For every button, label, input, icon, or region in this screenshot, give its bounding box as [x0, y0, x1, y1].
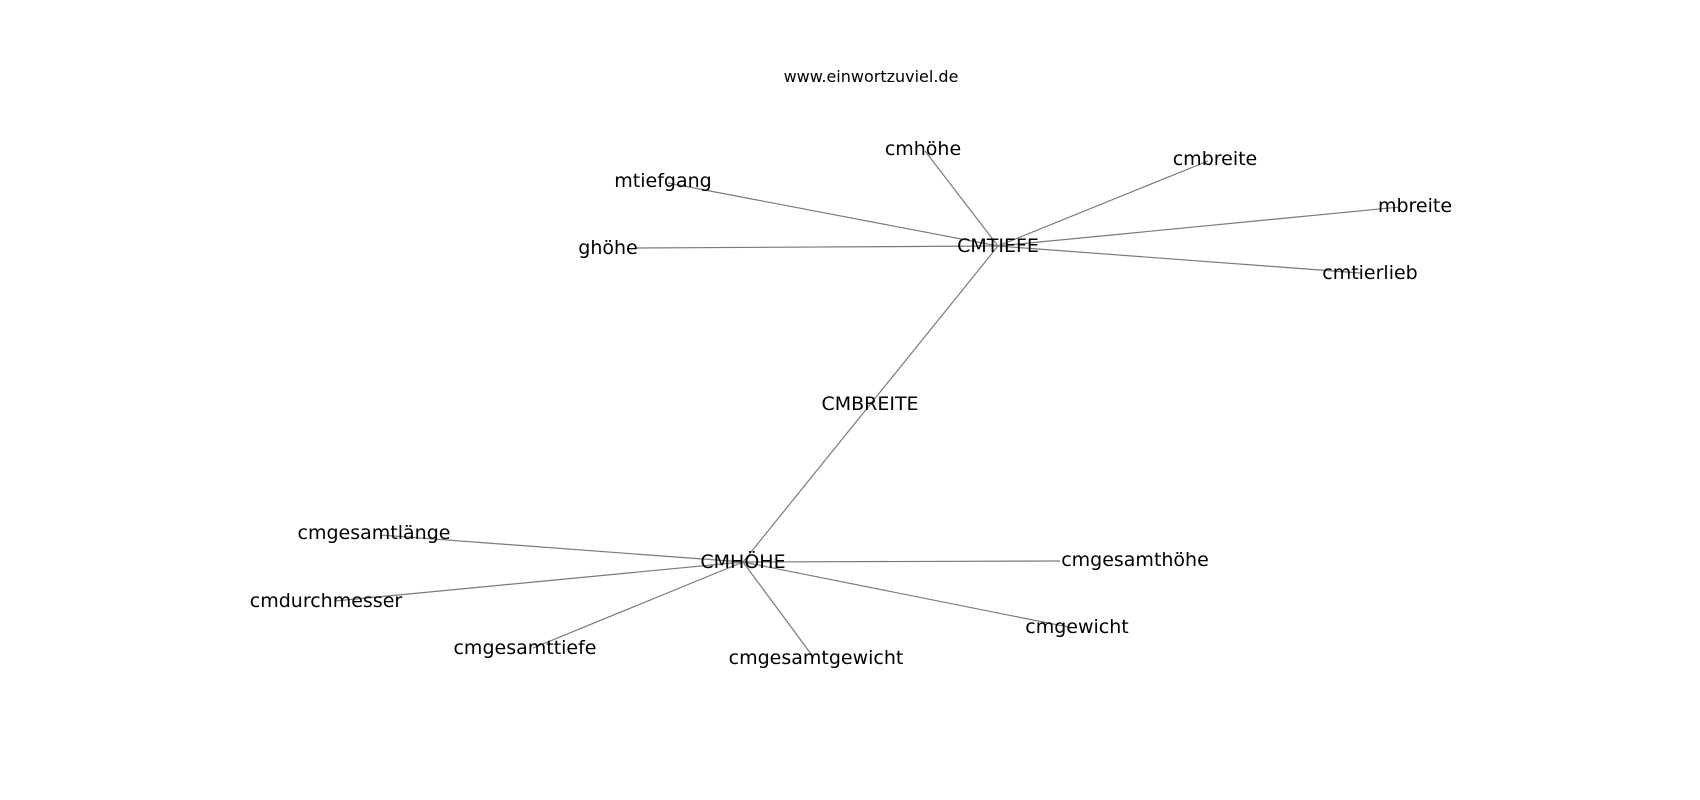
node-label-cmgewicht: cmgewicht	[1025, 616, 1128, 638]
node-label-cmhoehe_small: cmhöhe	[885, 138, 961, 160]
node-label-cmgesamttiefe: cmgesamttiefe	[453, 637, 596, 659]
node-label-cmdurchmesser: cmdurchmesser	[250, 590, 403, 612]
node-label-ghoehe: ghöhe	[578, 237, 637, 259]
node-label-cmgesamtlaenge: cmgesamtlänge	[298, 522, 451, 544]
edge-cmhoehe-cmgewicht	[742, 561, 1069, 628]
node-label-cmbreite: cmbreite	[1173, 148, 1258, 170]
edge-cmtiefe-ghoehe	[634, 245, 999, 249]
node-label-cmbreite_hub: CMBREITE	[821, 393, 918, 415]
node-label-cmtierlieb: cmtierlieb	[1322, 262, 1418, 284]
edge-cmtiefe-mtiefgang	[667, 182, 999, 247]
edge-cmtiefe-cmbreite	[997, 160, 1209, 247]
site-url: www.einwortzuviel.de	[784, 67, 959, 86]
edge-cmhoehe-cmgesamtgewicht	[742, 561, 815, 659]
edge-cmtiefe-mbreite	[997, 206, 1401, 247]
edge-cmtiefe-cmhoehe	[742, 245, 999, 563]
edge-cmtiefe-cmhoehe_small	[924, 150, 999, 247]
node-label-mtiefgang: mtiefgang	[614, 170, 711, 192]
edge-cmhoehe-cmgesamthoehe	[742, 560, 1061, 563]
node-label-cmgesamthoehe: cmgesamthöhe	[1061, 549, 1209, 571]
edge-cmhoehe-cmdurchmesser	[334, 561, 744, 602]
node-label-mbreite: mbreite	[1378, 195, 1452, 217]
edge-layer	[334, 150, 1401, 659]
node-label-cmhoehe: CMHÖHE	[700, 550, 785, 573]
node-label-cmtiefe: CMTIEFE	[957, 235, 1039, 257]
edge-cmtiefe-cmtierlieb	[997, 245, 1361, 274]
edge-cmhoehe-cmgesamttiefe	[532, 561, 744, 649]
edge-cmhoehe-cmgesamtlaenge	[379, 534, 744, 563]
node-label-cmgesamtgewicht: cmgesamtgewicht	[729, 647, 904, 669]
node-layer: CMTIEFE CMBREITE CMHÖHE mtiefgang ghöhe cmhöh…	[250, 138, 1452, 669]
